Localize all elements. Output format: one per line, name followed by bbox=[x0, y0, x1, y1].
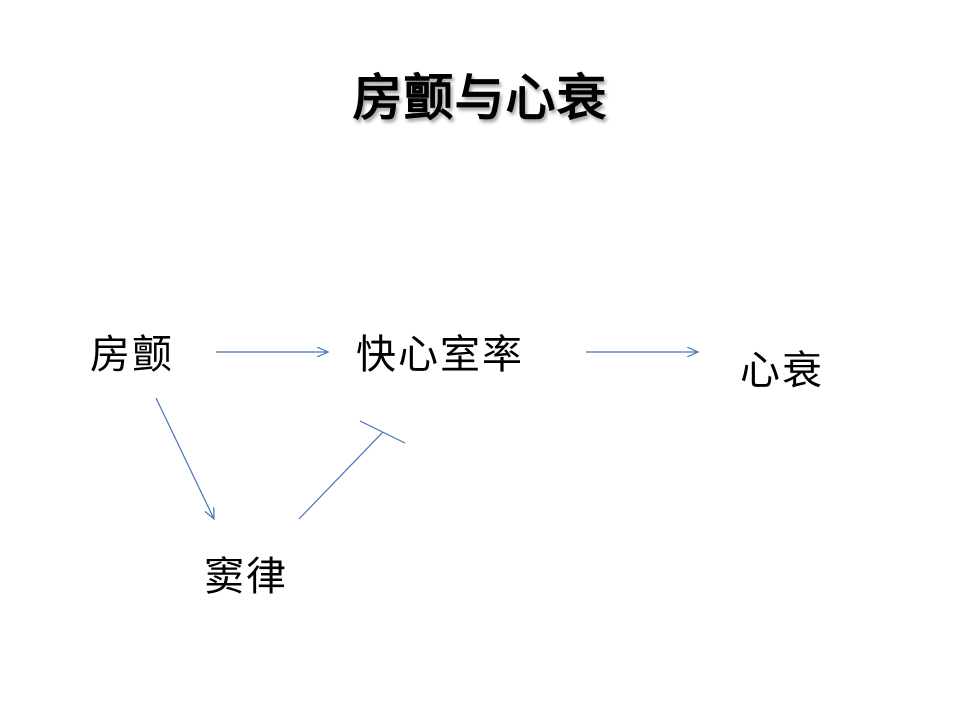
slide-title: 房颤与心衰 bbox=[352, 69, 608, 127]
edge-af-to-sinus bbox=[155, 397, 214, 519]
node-heart-failure: 心衰 bbox=[740, 348, 824, 394]
node-sinus-rhythm: 窦律 bbox=[204, 554, 288, 600]
edge-sinus-inhibits-rapid-hr bbox=[298, 431, 384, 520]
inhibit-bar bbox=[359, 420, 406, 444]
node-atrial-fibrillation: 房颤 bbox=[90, 332, 174, 378]
node-rapid-ventricular-rate: 快心室率 bbox=[356, 332, 524, 378]
